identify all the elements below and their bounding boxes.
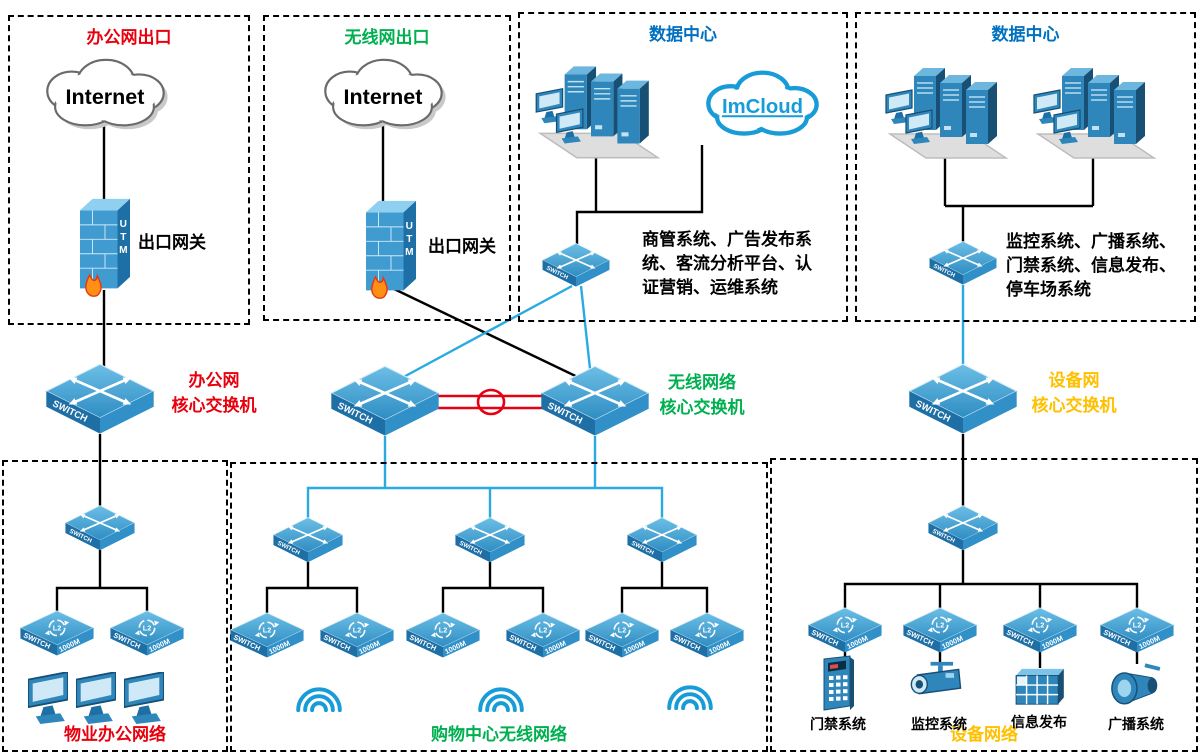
region-office-exit: 办公网出口 xyxy=(8,15,250,325)
l2-access-switch-icon-property-2 xyxy=(106,610,188,662)
l2-access-switch-icon-property-1 xyxy=(16,610,98,662)
l2-access-switch-icon-device-3 xyxy=(999,607,1081,659)
switch-icon-wireless-agg-1 xyxy=(272,516,344,571)
device-label-info-display: 信息发布 xyxy=(1011,714,1067,730)
switch-icon-property-agg xyxy=(64,504,136,559)
internet-cloud-icon-wireless xyxy=(303,50,463,140)
office-pc-icon-1 xyxy=(28,672,68,724)
l2-access-switch-icon-device-4 xyxy=(1096,607,1178,659)
utm-firewall-icon-wireless xyxy=(363,198,419,300)
device-label-cctv: 监控系统 xyxy=(911,716,967,732)
internet-cloud-icon-office xyxy=(25,50,185,140)
switch-icon-device-agg xyxy=(927,504,999,559)
core-switch-icon-wireless-1 xyxy=(329,364,441,449)
l2-access-switch-icon-device-2 xyxy=(899,607,981,659)
region-wireless-exit: 无线网出口 xyxy=(263,15,511,321)
region-title-device-network: 设备网络 xyxy=(950,725,1018,744)
switch-icon-wireless-agg-2 xyxy=(454,516,526,571)
access-control-icon xyxy=(820,654,856,712)
wireless-core-label-line2: 核心交换机 xyxy=(659,398,745,417)
fiber-links-cyan xyxy=(306,284,965,518)
core-switch-icon-device xyxy=(907,362,1019,447)
gateway-label-office: 出口网关 xyxy=(138,233,206,252)
datacenter-biz-systems-text: 商管系统、广告发布系统、客流分析平台、认证营销、运维系统 xyxy=(642,230,812,297)
office-core-switch-label: 办公网 核心交换机 xyxy=(160,368,268,418)
wifi-coverage-icon-1 xyxy=(293,668,345,714)
utm-firewall-icon-office xyxy=(77,196,133,298)
info-display-icon xyxy=(1012,666,1066,708)
region-device-network: 设备网络 xyxy=(770,458,1198,752)
device-core-label-line2: 核心交换机 xyxy=(1031,396,1117,415)
l2-access-switch-icon-wifi-2 xyxy=(316,612,398,664)
wireless-core-label-line1: 无线网络 xyxy=(668,373,736,392)
device-core-switch-label: 设备网 核心交换机 xyxy=(1020,368,1128,418)
core-switch-icon-office xyxy=(44,362,156,447)
device-core-label-line1: 设备网 xyxy=(1048,371,1100,390)
region-title-wireless-exit: 无线网出口 xyxy=(344,28,430,47)
imcloud-icon xyxy=(690,53,835,158)
office-pc-icon-3 xyxy=(124,672,164,724)
ethernet-links-black xyxy=(55,124,1139,668)
region-datacenter-biz: 数据中心 xyxy=(518,12,848,322)
cctv-camera-icon xyxy=(906,660,972,705)
core-switch-icon-wireless-2 xyxy=(539,364,651,449)
region-title-mall-wireless: 购物中心无线网络 xyxy=(431,725,567,744)
l2-access-switch-icon-wifi-3 xyxy=(402,612,484,664)
l2-access-switch-icon-device-1 xyxy=(804,607,886,659)
wireless-core-switch-label: 无线网络 核心交换机 xyxy=(648,370,756,420)
server-cluster-icon-dev-1 xyxy=(870,52,1010,168)
server-cluster-icon-dev-2 xyxy=(1018,52,1158,168)
l2-access-switch-icon-wifi-4 xyxy=(502,612,584,664)
broadcast-speaker-icon xyxy=(1108,662,1164,707)
region-title-office-exit: 办公网出口 xyxy=(86,28,172,47)
server-cluster-icon-biz xyxy=(520,50,662,168)
region-mall-wireless: 购物中心无线网络 xyxy=(230,462,768,752)
region-title-datacenter-biz: 数据中心 xyxy=(649,25,717,44)
gateway-label-wireless: 出口网关 xyxy=(428,237,496,256)
region-title-datacenter-dev: 数据中心 xyxy=(991,25,1060,44)
switch-icon-wireless-agg-3 xyxy=(626,516,698,571)
stack-links-red xyxy=(437,388,545,416)
region-title-property-office: 物业办公网络 xyxy=(64,725,166,744)
region-datacenter-dev: 数据中心 xyxy=(855,12,1196,322)
l2-access-switch-icon-wifi-6 xyxy=(666,612,748,664)
region-property-office: 物业办公网络 xyxy=(2,460,228,752)
datacenter-dev-systems-text: 监控系统、广播系统、门禁系统、信息发布、停车场系统 xyxy=(1006,232,1176,299)
switch-icon-datacenter-biz xyxy=(541,242,611,295)
switch-icon-datacenter-dev xyxy=(928,240,998,293)
l2-access-switch-icon-wifi-5 xyxy=(581,612,663,664)
device-label-access-control: 门禁系统 xyxy=(810,716,866,732)
wifi-coverage-icon-2 xyxy=(475,668,527,714)
l2-access-switch-icon-wifi-1 xyxy=(226,612,308,664)
wifi-coverage-icon-3 xyxy=(664,666,716,712)
office-pc-icon-2 xyxy=(76,672,116,724)
office-core-label-line2: 核心交换机 xyxy=(171,396,257,415)
device-label-broadcast: 广播系统 xyxy=(1108,716,1164,732)
office-core-label-line1: 办公网 xyxy=(188,371,240,390)
